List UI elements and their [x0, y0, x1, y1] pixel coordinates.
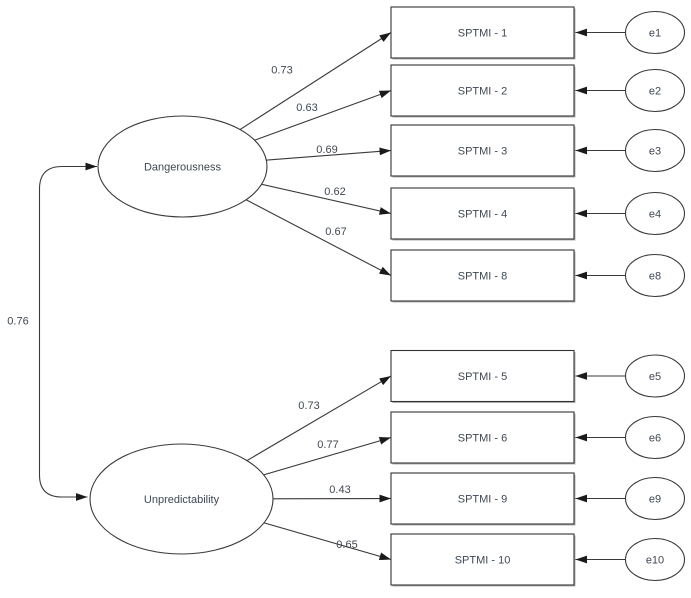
- indicator-box: [390, 349, 575, 403]
- indicator-row-sptmi3: 0.69 SPTMI - 3 e3: [316, 124, 686, 178]
- loading-value: 0.77: [317, 439, 338, 451]
- indicator-row-sptmi4: 0.62 SPTMI - 4 e4: [324, 186, 686, 241]
- indicator-label: SPTMI - 8: [458, 271, 508, 283]
- indicator-row-sptmi8: 0.67 SPTMI - 8 e8: [325, 226, 686, 303]
- error-ellipse: [624, 128, 686, 173]
- indicator-label: SPTMI - 6: [458, 433, 508, 445]
- indicator-label: SPTMI - 4: [458, 209, 508, 221]
- indicator-row-sptmi9: 0.43 SPTMI - 9 e9: [329, 472, 686, 526]
- indicator-row-sptmi1: 0.73 SPTMI - 1 e1: [271, 6, 686, 77]
- error-label: e3: [649, 146, 661, 158]
- error-ellipse: [624, 537, 686, 582]
- factor-ellipse: [89, 443, 274, 555]
- indicator-label: SPTMI - 2: [458, 86, 508, 98]
- indicator-box: [390, 64, 575, 117]
- error-label: e9: [649, 494, 661, 506]
- factor-dangerousness: Dangerousness: [97, 115, 268, 218]
- error-label: e5: [649, 371, 661, 383]
- loading-value: 0.73: [271, 65, 292, 77]
- error-label: e10: [646, 555, 664, 567]
- indicator-label: SPTMI - 1: [458, 28, 508, 40]
- loading-value: 0.62: [324, 186, 345, 198]
- indicator-box: [390, 533, 575, 586]
- factor-unpredictability: Unpredictability: [89, 443, 274, 555]
- error-ellipse: [624, 191, 686, 236]
- loading-value: 0.69: [316, 144, 337, 156]
- loading-value: 0.65: [336, 539, 357, 551]
- indicator-box: [390, 124, 575, 177]
- error-ellipse: [624, 68, 686, 113]
- indicator-label: SPTMI - 9: [458, 494, 508, 506]
- error-ellipse: [624, 354, 686, 398]
- covariance-value: 0.76: [7, 316, 28, 328]
- factor-label: Unpredictability: [144, 494, 220, 506]
- loading-value: 0.73: [298, 400, 319, 412]
- indicator-box: [390, 187, 575, 240]
- loading-value: 0.63: [296, 102, 317, 114]
- indicator-label: SPTMI - 10: [455, 555, 511, 567]
- indicator-label: SPTMI - 3: [458, 146, 508, 158]
- indicator-row-sptmi10: 0.65 SPTMI - 10 e10: [336, 533, 686, 587]
- error-ellipse: [624, 10, 686, 55]
- indicator-label: SPTMI - 5: [458, 371, 508, 383]
- error-ellipse: [624, 253, 686, 298]
- indicator-box: [390, 472, 575, 525]
- error-label: e1: [649, 28, 661, 40]
- error-label: e6: [649, 433, 661, 445]
- loading-value: 0.67: [325, 226, 346, 238]
- error-ellipse: [624, 415, 686, 460]
- indicator-box: [390, 6, 575, 59]
- loading-value: 0.43: [329, 484, 350, 496]
- indicator-box: [390, 411, 575, 464]
- covariance-path: [38, 162, 97, 501]
- error-label: e2: [649, 86, 661, 98]
- factor-ellipse: [97, 115, 268, 218]
- indicator-row-sptmi6: 0.77 SPTMI - 6 e6: [317, 411, 686, 465]
- error-ellipse: [624, 476, 686, 521]
- error-label: e8: [649, 271, 661, 283]
- indicator-box: [390, 249, 575, 302]
- indicator-row-sptmi5: 0.73 SPTMI - 5 e5: [298, 349, 686, 412]
- indicator-row-sptmi2: 0.63 SPTMI - 2 e2: [296, 64, 686, 118]
- error-label: e4: [649, 209, 661, 221]
- factor-label: Dangerousness: [144, 162, 222, 174]
